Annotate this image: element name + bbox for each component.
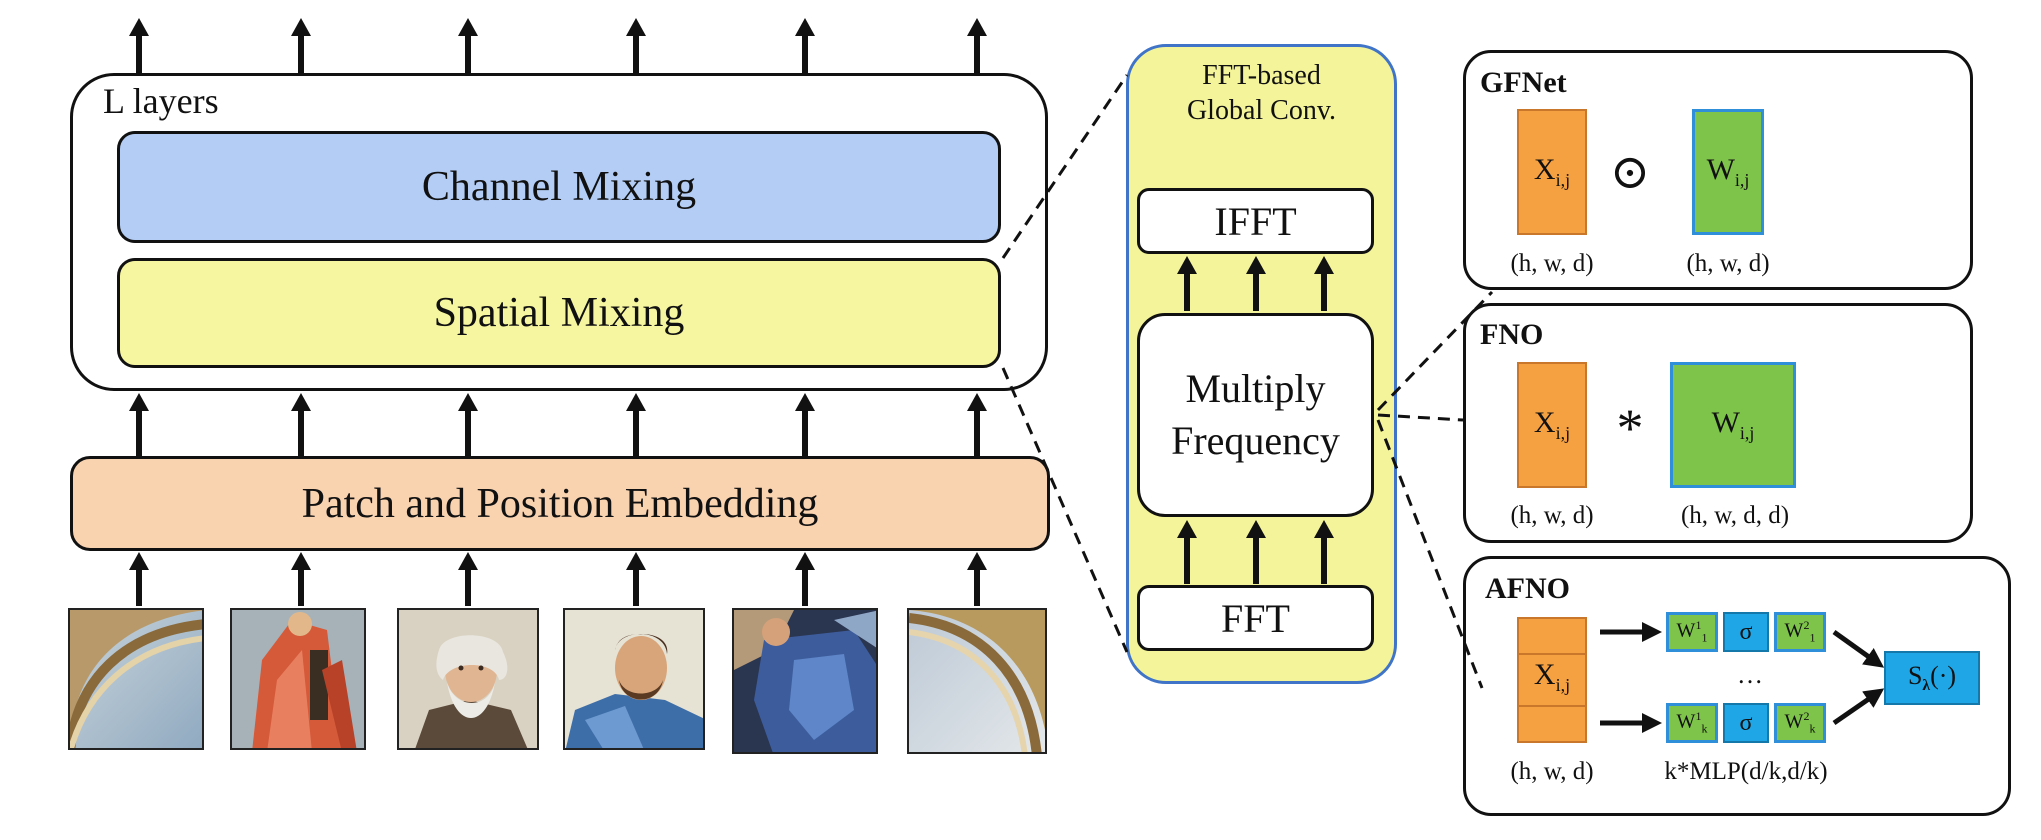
- channel-mixing-box: Channel Mixing: [117, 131, 1001, 243]
- multiply-frequency-line1: Multiply: [1185, 366, 1326, 411]
- afno-w1-row2: W1k: [1666, 703, 1718, 743]
- patch-image-5: [732, 608, 878, 754]
- afno-sigma-row1: σ: [1723, 612, 1769, 652]
- gfnet-x-tensor: Xi,j: [1517, 109, 1587, 235]
- output-arrow-head-5: [795, 18, 815, 36]
- ifft-box: IFFT: [1137, 188, 1374, 254]
- afno-mlp-label: k*MLP(d/k,d/k): [1664, 758, 1828, 785]
- ifft-label: IFFT: [1214, 198, 1297, 244]
- afno-arrow-row2-to-s: [1832, 688, 1885, 726]
- ifft-arrow-head-1: [1177, 256, 1197, 274]
- fft-global-conv-title-line2: Global Conv.: [1186, 95, 1337, 126]
- fft-global-conv-title: FFT-based Global Conv.: [1126, 58, 1397, 128]
- patch-image-6: [907, 608, 1047, 754]
- output-arrow-head-4: [626, 18, 646, 36]
- multiply-frequency-line2: Frequency: [1171, 418, 1340, 463]
- patch-arrow-head-2: [291, 552, 311, 570]
- patch-arrow-head-6: [967, 552, 987, 570]
- fft-arrow-head-3: [1314, 520, 1334, 538]
- afno-w1-row1: W11: [1666, 612, 1718, 652]
- fno-x-tensor: Xi,j: [1517, 362, 1587, 488]
- afno-x-tensor: [1517, 617, 1587, 743]
- afno-w2-row1: W21: [1774, 612, 1826, 652]
- link-to-afno: [1376, 419, 1484, 689]
- patch-image-1: [68, 608, 204, 750]
- patch-arrow-head-3: [458, 552, 478, 570]
- zoom-connector-top: [1001, 74, 1129, 259]
- gfnet-w-weight: Wi,j: [1692, 109, 1764, 235]
- embed-arrow-head-2: [291, 393, 311, 411]
- gfnet-x-label: Xi,j: [1533, 153, 1571, 190]
- output-arrow-head-2: [291, 18, 311, 36]
- spatial-mixing-label: Spatial Mixing: [433, 290, 685, 336]
- fno-w-dims: (h, w, d, d): [1680, 502, 1790, 529]
- patch-image-2: [230, 608, 366, 750]
- afno-x-dims: (h, w, d): [1510, 758, 1594, 785]
- channel-mixing-label: Channel Mixing: [421, 164, 697, 210]
- fft-arrow-head-2: [1246, 520, 1266, 538]
- fft-box: FFT: [1137, 585, 1374, 651]
- output-arrow-head-6: [967, 18, 987, 36]
- afno-softshrink-box: Sλ(·): [1884, 651, 1980, 705]
- output-arrow-head-3: [458, 18, 478, 36]
- patch-position-embedding-label: Patch and Position Embedding: [301, 480, 819, 527]
- multiply-to-ifft-arrows: [1177, 256, 1334, 311]
- fft-to-multiply-arrows: [1177, 520, 1334, 584]
- patch-to-embed-arrows: [129, 552, 987, 606]
- output-arrows: [129, 18, 987, 73]
- fno-x-dims: (h, w, d): [1510, 502, 1594, 529]
- convolution-operator-icon: *: [1616, 398, 1644, 458]
- hadamard-operator-icon: ⊙: [1609, 146, 1651, 199]
- fno-w-weight: Wi,j: [1670, 362, 1796, 488]
- embed-to-layers-arrows: [129, 393, 987, 456]
- fno-x-label: Xi,j: [1533, 406, 1571, 443]
- zoom-connector-bottom: [1001, 367, 1129, 653]
- patch-position-embedding-box: Patch and Position Embedding: [70, 456, 1050, 551]
- embed-arrow-head-4: [626, 393, 646, 411]
- patch-arrow-head-1: [129, 552, 149, 570]
- l-layers-label: L layers: [103, 81, 219, 121]
- fft-label: FFT: [1221, 595, 1290, 641]
- gfnet-w-label: Wi,j: [1706, 153, 1750, 190]
- afno-sigma-row2: σ: [1723, 703, 1769, 743]
- patch-image-4: [563, 608, 705, 750]
- fno-w-label: Wi,j: [1711, 406, 1755, 443]
- ifft-arrow-head-2: [1246, 256, 1266, 274]
- fft-arrow-head-1: [1177, 520, 1197, 538]
- multiply-frequency-box: Multiply Frequency: [1137, 313, 1374, 517]
- embed-arrow-head-5: [795, 393, 815, 411]
- output-arrow-head-1: [129, 18, 149, 36]
- ifft-arrow-head-3: [1314, 256, 1334, 274]
- patch-arrow-head-5: [795, 552, 815, 570]
- embed-arrow-head-1: [129, 393, 149, 411]
- afno-ellipsis: …: [1737, 660, 1763, 689]
- embed-arrow-head-3: [458, 393, 478, 411]
- spatial-mixing-box: Spatial Mixing: [117, 258, 1001, 368]
- gfnet-x-dims: (h, w, d): [1510, 250, 1594, 277]
- patch-arrow-head-4: [626, 552, 646, 570]
- gfnet-w-dims: (h, w, d): [1686, 250, 1770, 277]
- patch-image-3: [397, 608, 539, 750]
- link-to-fno: [1377, 413, 1464, 422]
- fno-title: FNO: [1480, 318, 1544, 351]
- afno-title: AFNO: [1485, 572, 1570, 605]
- afno-w2-row2: W2k: [1774, 703, 1826, 743]
- afno-x-label: Xi,j: [1533, 658, 1571, 695]
- fft-global-conv-title-line1: FFT-based: [1202, 60, 1321, 91]
- gfnet-title: GFNet: [1480, 66, 1567, 99]
- embed-arrow-head-6: [967, 393, 987, 411]
- link-to-gfnet: [1376, 290, 1494, 412]
- afno-arrow-row1-to-s: [1832, 629, 1885, 668]
